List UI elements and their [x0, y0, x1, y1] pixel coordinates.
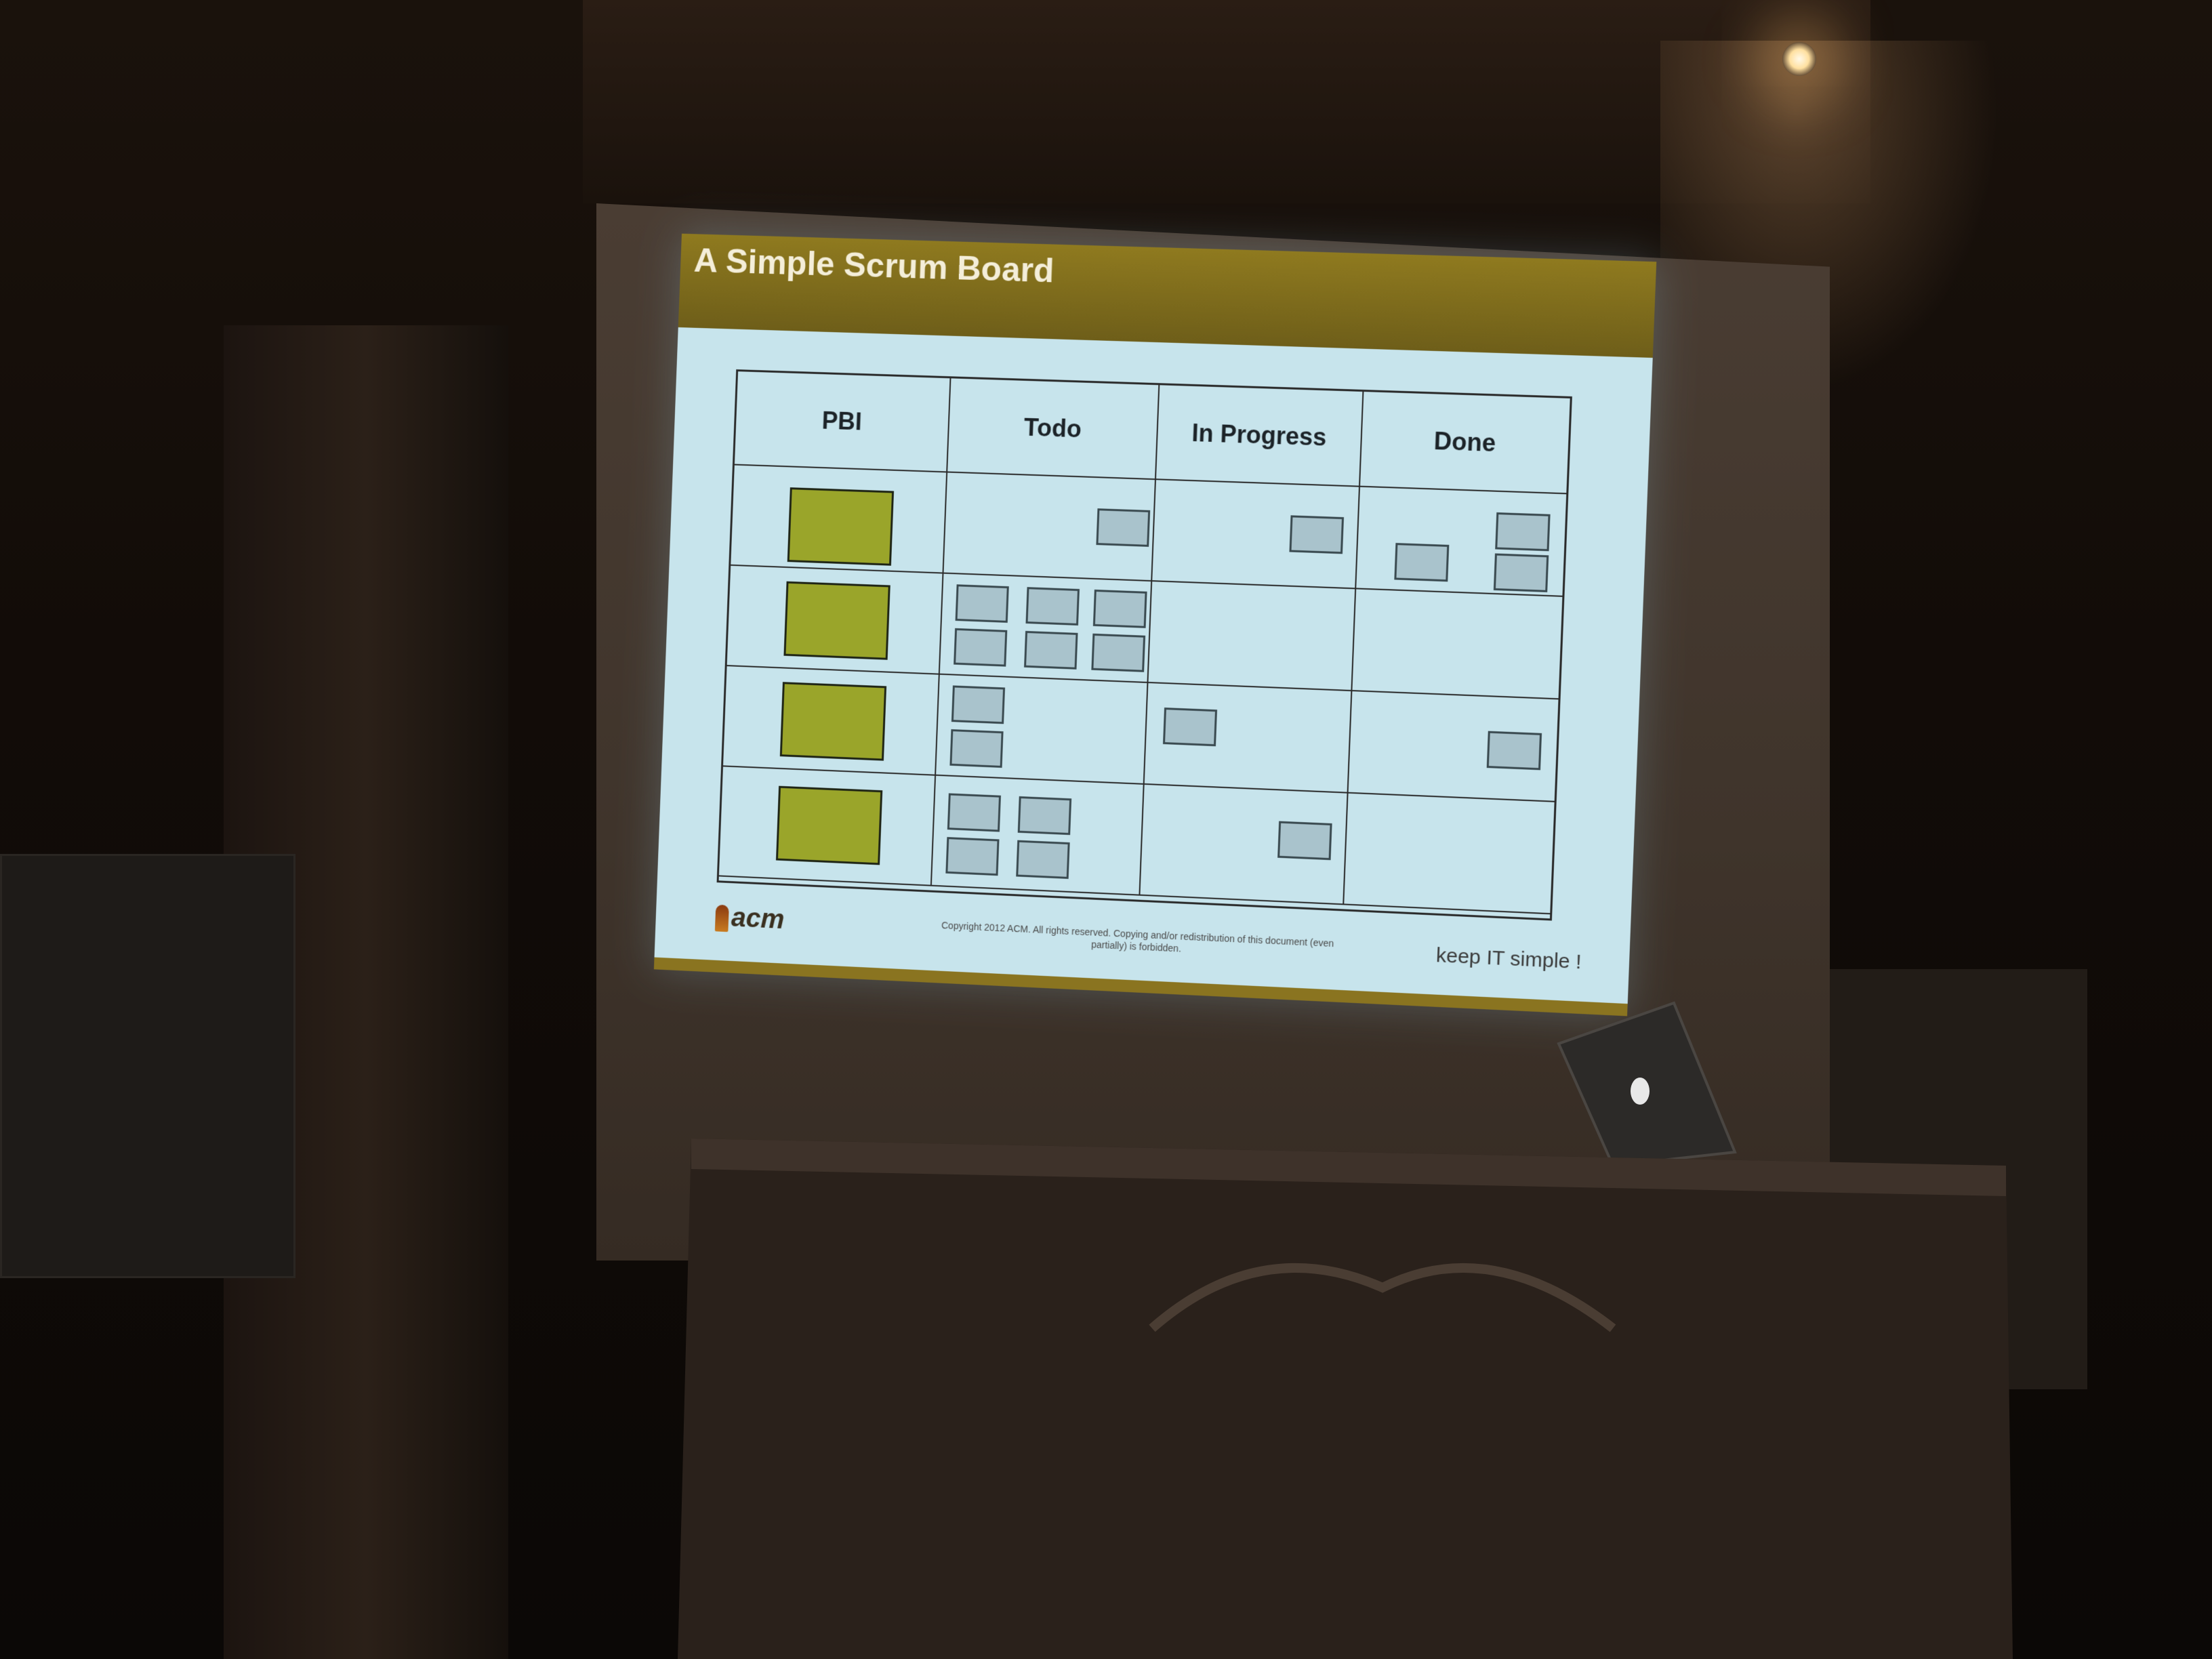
- podium-carving: [1149, 1263, 1616, 1332]
- podium: [678, 1139, 2013, 1659]
- wall-board-left: [0, 854, 295, 1278]
- apple-logo-icon: [1631, 1078, 1650, 1105]
- ceiling: [583, 0, 1870, 203]
- laptop: [1557, 1001, 1737, 1168]
- ceiling-spotlight: [1782, 42, 1816, 76]
